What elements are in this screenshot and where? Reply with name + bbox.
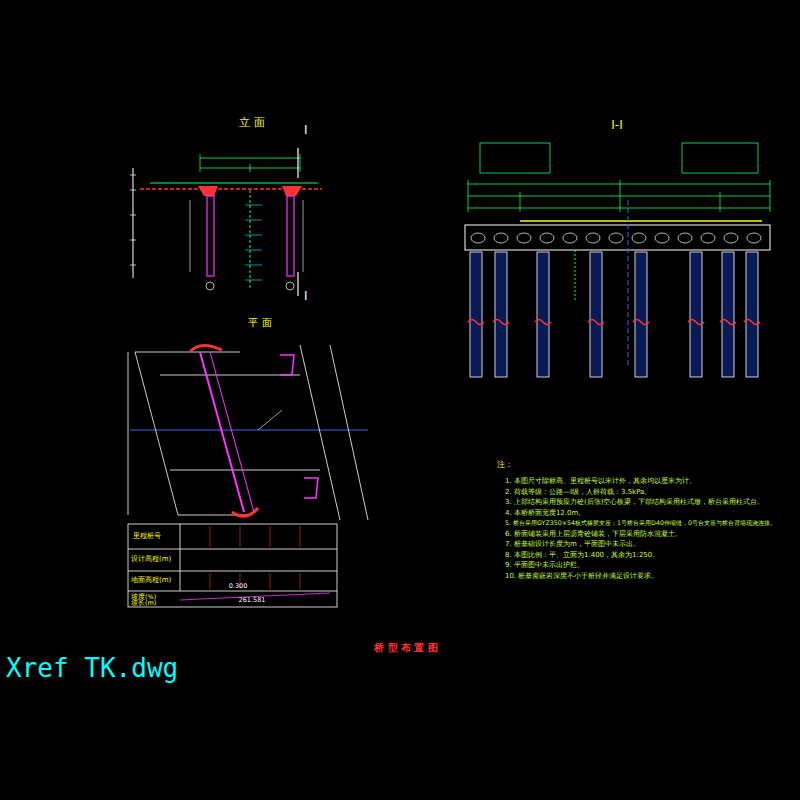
drawing-label: 坡长(m)	[131, 600, 156, 607]
slab-void	[586, 233, 600, 243]
cross-section	[465, 143, 770, 377]
drawing-label: 9. 平面图中未示出护栏。	[505, 561, 584, 569]
slab-void	[471, 233, 485, 243]
slab-void	[678, 233, 692, 243]
pier-column	[493, 252, 509, 377]
slab-void	[632, 233, 646, 243]
drawing-label: 1. 本图尺寸除标高、里程桩号以米计外，其余均以厘米为计。	[505, 477, 696, 485]
slab-void	[724, 233, 738, 243]
slab-void	[655, 233, 669, 243]
slab-void	[747, 233, 761, 243]
slab-void	[494, 233, 508, 243]
pier-column	[468, 252, 484, 377]
profile-table	[128, 524, 337, 607]
drawing-title: 桥 型 布 置 图	[374, 642, 438, 654]
pier-column	[720, 252, 736, 377]
plan-view	[128, 345, 368, 520]
drawing-label: 6. 桥面铺装采用上层沥青砼铺装，下层采用防水混凝土。	[505, 530, 682, 538]
pier-column	[688, 252, 704, 377]
drawing-label: 立 面	[239, 117, 265, 130]
slab-void	[609, 233, 623, 243]
slab-void	[563, 233, 577, 243]
drawing-label: 4. 本桥桥面宽度12.0m。	[505, 509, 585, 517]
slab-void	[517, 233, 531, 243]
drawing-label: 5. 桥台采用GYZ350×54板式橡胶支座；1号桥台采用D40伸缩缝，0号台支…	[505, 519, 776, 526]
drawing-label: 10. 桩基需嵌岩深度不小于桩径并满足设计要求。	[505, 572, 658, 580]
slab-void	[540, 233, 554, 243]
drawing-label: I	[304, 124, 308, 138]
drawing-label: 平 面	[248, 317, 271, 329]
drawing-label: 设计高程(m)	[131, 555, 171, 563]
drawing-label: 3. 上部结构采用预应力砼(后张)空心板梁，下部结构采用柱式墩，桥台采用柱式台。	[505, 498, 764, 506]
drawing-label: 2. 荷载等级：公路—I级，人群荷载：3.5kPa。	[505, 488, 651, 496]
drawing-label: 地面高程(m)	[131, 576, 171, 584]
drawing-label: 261.581	[239, 597, 266, 604]
drawing-label: 0.300	[229, 583, 248, 590]
drawing-label: 8. 本图比例：平、立面为1:400，其余为1:250。	[505, 551, 659, 559]
pier-column	[744, 252, 760, 377]
drawing-label: 7. 桩基础设计长度为m，平面图中未示出。	[505, 540, 640, 548]
slab-void	[701, 233, 715, 243]
pier-column	[588, 252, 604, 377]
drawing-label: I	[304, 290, 308, 304]
elevation-view	[130, 148, 322, 296]
drawing-label: I-I	[611, 119, 622, 133]
pier-column	[535, 252, 551, 377]
pier-column	[633, 252, 649, 377]
drawing-label: 里程桩号	[133, 532, 161, 540]
drawing-label: Xref TK.dwg	[6, 654, 178, 684]
drawing-label: 注：	[497, 460, 513, 469]
